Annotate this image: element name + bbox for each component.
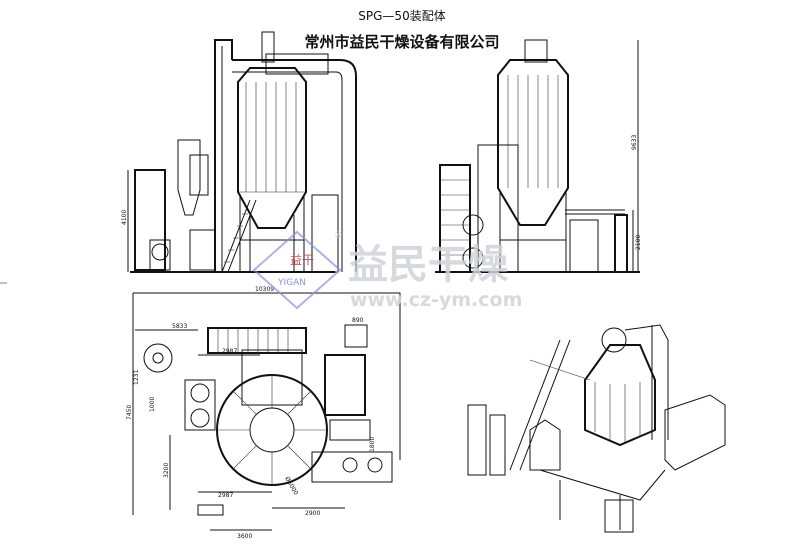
dim-bottom-right: 2900 xyxy=(305,510,320,517)
dim-overall-width: 10309 xyxy=(255,286,274,293)
registered-mark: ® xyxy=(334,231,343,241)
dim-filter-offset: 1000 xyxy=(149,397,156,412)
dim-bottom-mid: 2987 xyxy=(218,492,233,499)
front-elevation-view: 4100 xyxy=(0,31,357,284)
side-elevation-view: 9633 2100 xyxy=(435,39,642,273)
plan-view: 10309 7450 5833 2987 1231 1000 890 1800 … xyxy=(126,286,401,540)
isometric-view xyxy=(467,324,726,533)
dim-cyclone-offset: 1231 xyxy=(133,370,140,385)
side-tank-height-dim: 2100 xyxy=(635,235,642,250)
dim-top-left: 5833 xyxy=(172,323,187,330)
dim-lower-left: 3200 xyxy=(163,463,170,478)
dim-bottom: 3600 xyxy=(237,533,252,540)
company-name: 常州市益民干燥设备有限公司 xyxy=(304,33,499,51)
dim-overall-depth: 7450 xyxy=(126,405,133,420)
logo-mark: 益干 xyxy=(290,253,314,267)
front-height-dim: 4100 xyxy=(121,210,128,225)
dim-tank: 1800 xyxy=(369,437,376,452)
drawing-title: SPG—50装配体 xyxy=(358,9,445,23)
dim-fan: 890 xyxy=(352,317,364,324)
dim-mid-top: 2987 xyxy=(222,348,237,355)
watermark-logo: 益干 YIGAN ® xyxy=(252,230,343,310)
watermark-brand-en: YIGAN xyxy=(277,278,306,288)
side-total-height-dim: 9633 xyxy=(631,135,638,150)
watermark-brand-cn: 益民干燥 xyxy=(348,242,509,288)
watermark-url: www.cz-ym.com xyxy=(350,289,522,311)
